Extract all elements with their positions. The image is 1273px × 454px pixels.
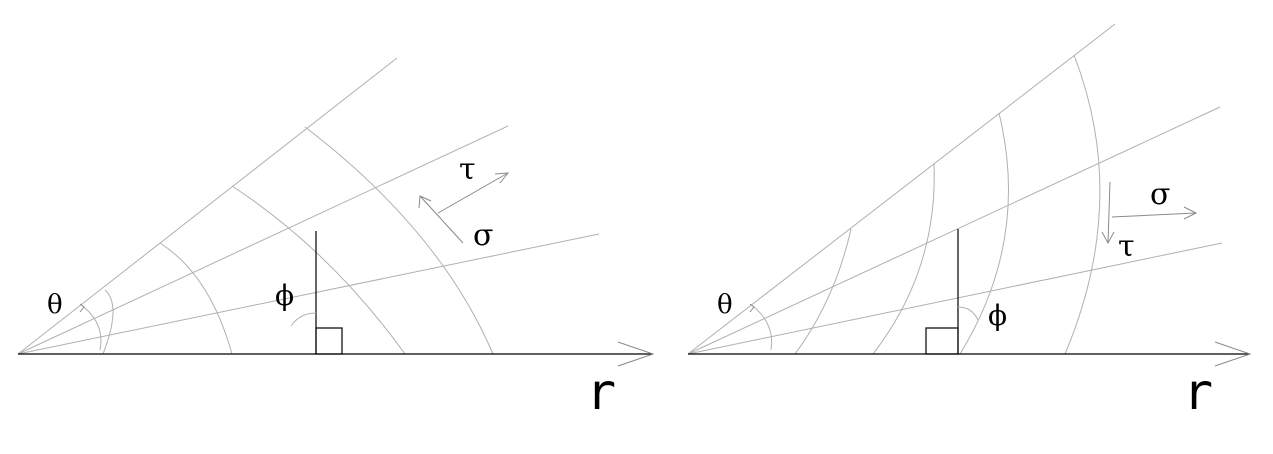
right-panel: θ ϕ σ τ r [687,23,1252,421]
left-ray-upper [17,57,398,355]
right-r-label: r [1183,363,1213,421]
left-r-label: r [586,363,616,421]
right-sigma-arrow [1111,212,1197,218]
right-curve-2 [872,163,935,355]
right-r-axis-arrowhead [1214,341,1252,367]
right-theta-arc [753,306,773,351]
left-r-axis-arrowhead [617,341,655,367]
right-sigma-arrowhead [1183,206,1198,220]
right-sigma-label: σ [1150,177,1170,212]
left-panel: θ ϕ τ σ r [17,57,655,421]
right-curve-4 [1064,54,1101,355]
left-phi-label: ϕ [275,279,294,312]
left-ray-middle [17,125,509,355]
left-tau-label: τ [459,152,476,187]
left-arc-4 [304,126,494,355]
right-right-angle-marker [925,327,959,355]
right-ray-lower [687,242,1223,355]
left-theta-arc [83,306,102,351]
left-right-angle-marker [315,327,343,355]
right-curve-3 [959,112,1009,355]
left-arc-2 [159,242,233,355]
right-theta-label: θ [717,290,733,320]
right-tau-arrowhead [1101,231,1115,245]
right-phi-label: ϕ [988,299,1007,332]
left-arc-3 [231,185,406,355]
left-sigma-arrowhead [418,195,432,209]
right-ray-upper [687,23,1116,355]
right-theta-arrowhead [749,303,755,313]
left-phi-arc [290,312,317,327]
right-curve-1 [794,228,852,355]
left-ray-lower [17,233,600,355]
left-tau-arrowhead [494,172,510,184]
left-tau-arrow [437,172,509,214]
left-sigma-arrow [419,195,464,244]
right-phi-arc [957,306,979,321]
right-tau-label: τ [1118,229,1135,264]
left-theta-arrowhead [79,303,85,313]
left-arc-1 [102,289,114,355]
left-theta-label: θ [47,290,63,320]
right-ray-middle [687,106,1221,355]
left-sigma-label: σ [473,218,493,253]
right-tau-arrow [1107,181,1111,244]
